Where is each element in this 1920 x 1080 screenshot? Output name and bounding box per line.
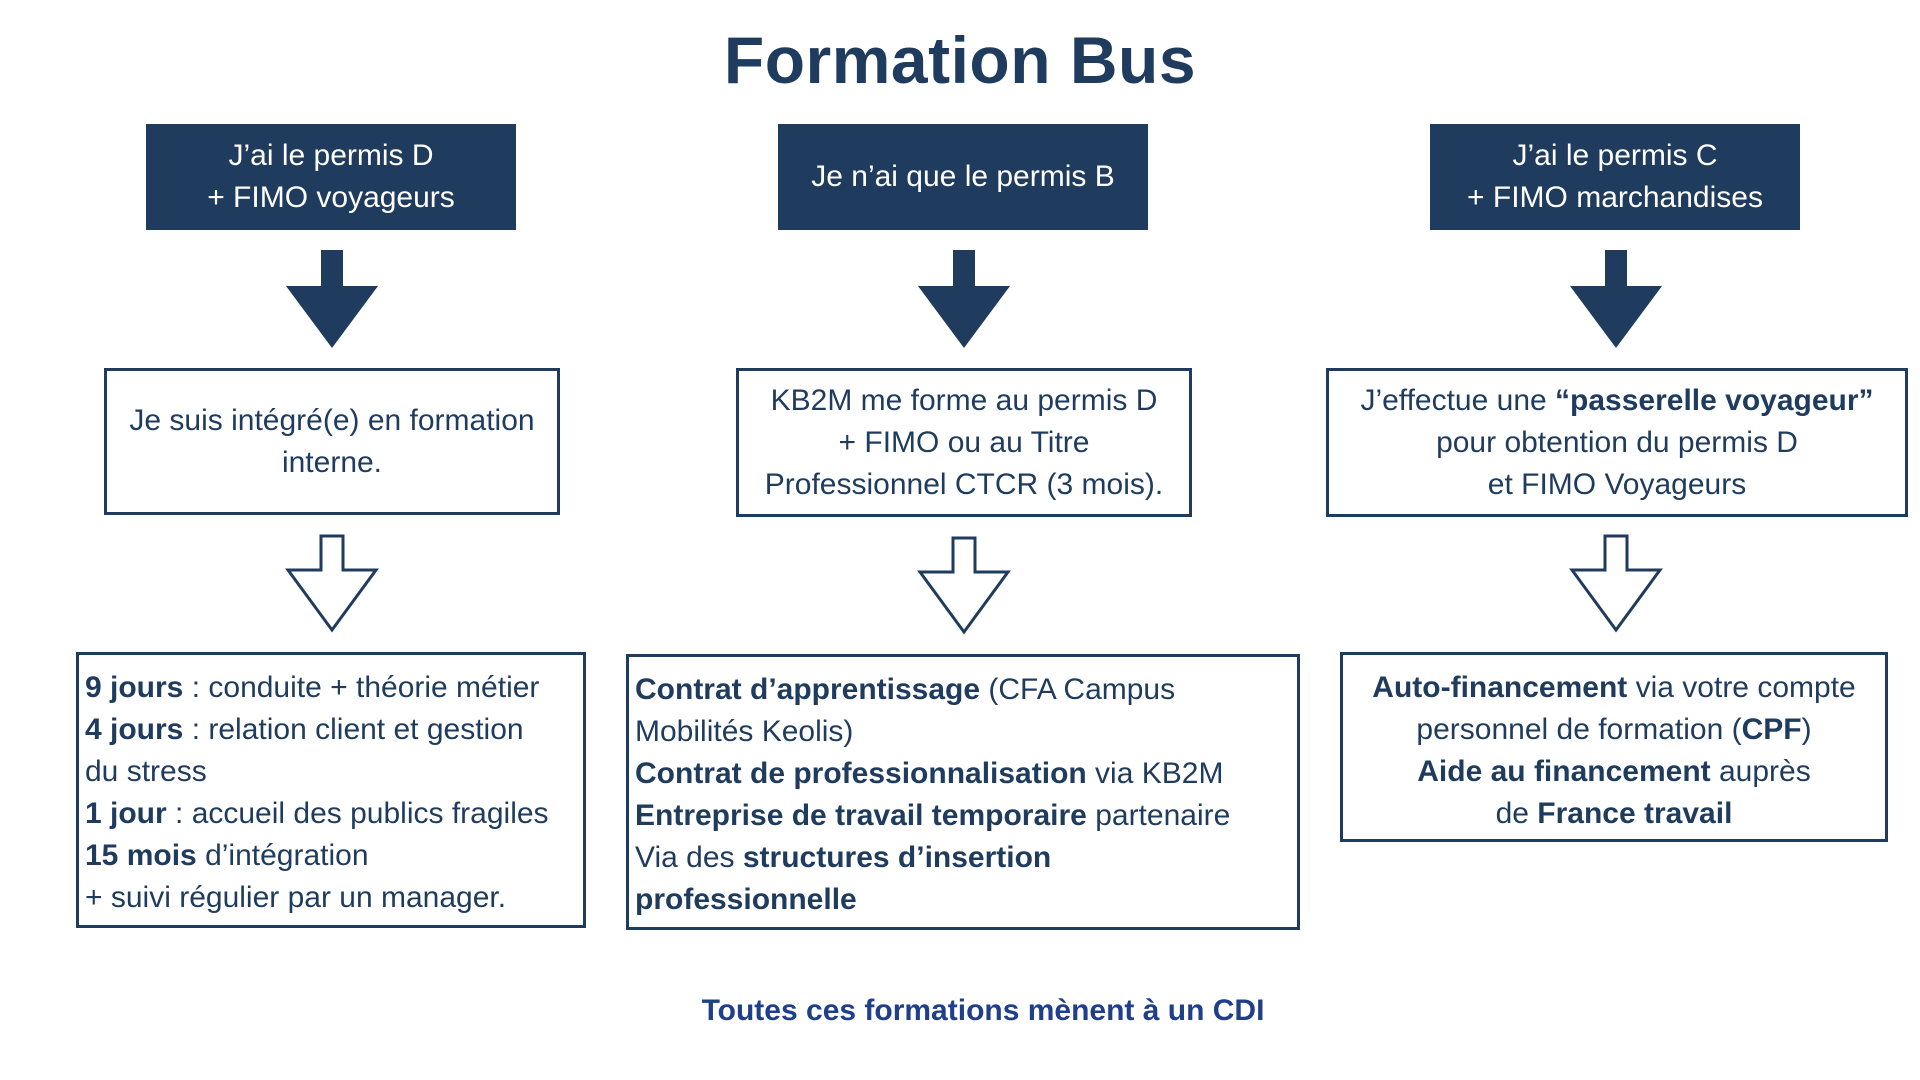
financing-bold: Auto-financement bbox=[1372, 671, 1628, 704]
detail-line: 15 mois d’intégration bbox=[85, 835, 577, 877]
middle-line: + FIMO ou au Titre bbox=[838, 425, 1090, 459]
contract-bold: structures d’insertion bbox=[742, 841, 1052, 874]
arrow-down-solid-icon bbox=[286, 250, 378, 348]
middle-box-internal-training: Je suis intégré(e) en formation interne. bbox=[104, 368, 560, 515]
arrow-down-outline-icon bbox=[1569, 534, 1663, 633]
contract-bold: Contrat d’apprentissage bbox=[635, 673, 981, 706]
financing-text: ) bbox=[1801, 713, 1812, 746]
detail-line: + suivi régulier par un manager. bbox=[85, 877, 577, 919]
middle-line: et FIMO Voyageurs bbox=[1487, 467, 1747, 501]
financing-line: Auto-financement via votre compte bbox=[1343, 667, 1885, 709]
middle-box-passerelle: J’effectue une “passerelle voyageur” pou… bbox=[1326, 368, 1908, 517]
detail-text: : accueil des publics fragiles bbox=[166, 797, 549, 830]
page-title: Formation Bus bbox=[723, 23, 1197, 97]
contract-line: Mobilités Keolis) bbox=[635, 711, 1291, 753]
financing-text: personnel de formation ( bbox=[1416, 713, 1742, 746]
contract-text: via KB2M bbox=[1086, 757, 1224, 790]
middle-line: interne. bbox=[281, 445, 383, 479]
financing-line: de France travail bbox=[1343, 793, 1885, 835]
middle-line: pour obtention du permis D bbox=[1436, 425, 1798, 459]
detail-line: 4 jours : relation client et gestion bbox=[85, 709, 577, 751]
detail-line: du stress bbox=[85, 751, 577, 793]
header-box-permis-d: J’ai le permis D + FIMO voyageurs bbox=[146, 124, 516, 230]
financing-text: auprès bbox=[1710, 755, 1811, 788]
financing-bold: CPF bbox=[1741, 713, 1802, 746]
middle-line: Professionnel CTCR (3 mois). bbox=[764, 467, 1164, 501]
financing-line: Aide au financement auprès bbox=[1343, 751, 1885, 793]
contract-text: partenaire bbox=[1086, 799, 1231, 832]
arrow-down-outline-icon bbox=[285, 534, 379, 633]
detail-bold: 9 jours bbox=[85, 671, 184, 704]
financing-line: personnel de formation (CPF) bbox=[1343, 709, 1885, 751]
contract-line: professionnelle bbox=[635, 879, 1291, 921]
contract-line: Via des structures d’insertion bbox=[635, 837, 1291, 879]
financing-bold: France travail bbox=[1537, 797, 1733, 830]
middle-text: J’effectue une bbox=[1360, 383, 1556, 417]
middle-bold-text: “passerelle voyageur” bbox=[1555, 383, 1874, 417]
arrow-down-solid-icon bbox=[918, 250, 1010, 348]
middle-line: KB2M me forme au permis D bbox=[770, 383, 1158, 417]
financing-text: via votre compte bbox=[1627, 671, 1856, 704]
middle-line: J’effectue une “passerelle voyageur” bbox=[1360, 380, 1873, 422]
arrow-down-outline-icon bbox=[917, 536, 1011, 635]
middle-line: Je suis intégré(e) en formation bbox=[129, 403, 535, 437]
detail-line: 1 jour : accueil des publics fragiles bbox=[85, 793, 577, 835]
contract-bold: Contrat de professionnalisation bbox=[635, 757, 1087, 790]
header-line: J’ai le permis C bbox=[1512, 139, 1718, 172]
detail-text: : conduite + théorie métier bbox=[183, 671, 540, 704]
header-box-permis-b: Je n’ai que le permis B bbox=[778, 124, 1148, 230]
contract-line: Contrat de professionnalisation via KB2M bbox=[635, 753, 1291, 795]
header-box-permis-c: J’ai le permis C + FIMO marchandises bbox=[1430, 124, 1800, 230]
middle-box-kb2m-training: KB2M me forme au permis D + FIMO ou au T… bbox=[736, 368, 1192, 517]
detail-text: du stress bbox=[85, 755, 207, 788]
contract-bold: Entreprise de travail temporaire bbox=[635, 799, 1087, 832]
detail-line: 9 jours : conduite + théorie métier bbox=[85, 667, 577, 709]
detail-bold: 4 jours bbox=[85, 713, 184, 746]
detail-text: + suivi régulier par un manager. bbox=[85, 881, 507, 914]
contract-bold: professionnelle bbox=[635, 883, 857, 916]
footer-note: Toutes ces formations mènent à un CDI bbox=[701, 994, 1265, 1027]
header-line: Je n’ai que le permis B bbox=[811, 160, 1115, 193]
detail-text: : relation client et gestion bbox=[183, 713, 524, 746]
arrow-down-solid-icon bbox=[1570, 250, 1662, 348]
bottom-box-contracts: Contrat d’apprentissage (CFA Campus Mobi… bbox=[626, 654, 1300, 930]
bottom-box-training-details: 9 jours : conduite + théorie métier 4 jo… bbox=[76, 652, 586, 928]
detail-text: d’intégration bbox=[196, 839, 369, 872]
financing-bold: Aide au financement bbox=[1417, 755, 1711, 788]
header-line: + FIMO marchandises bbox=[1467, 181, 1763, 214]
header-line: + FIMO voyageurs bbox=[207, 181, 455, 214]
contract-text: Mobilités Keolis) bbox=[635, 715, 854, 748]
contract-line: Entreprise de travail temporaire partena… bbox=[635, 795, 1291, 837]
detail-bold: 1 jour bbox=[85, 797, 167, 830]
contract-line: Contrat d’apprentissage (CFA Campus bbox=[635, 669, 1291, 711]
contract-text: Via des bbox=[635, 841, 743, 874]
contract-text: (CFA Campus bbox=[980, 673, 1176, 706]
financing-text: de bbox=[1495, 797, 1538, 830]
detail-bold: 15 mois bbox=[85, 839, 197, 872]
bottom-box-financing: Auto-financement via votre compte person… bbox=[1340, 652, 1888, 842]
header-line: J’ai le permis D bbox=[228, 139, 434, 172]
